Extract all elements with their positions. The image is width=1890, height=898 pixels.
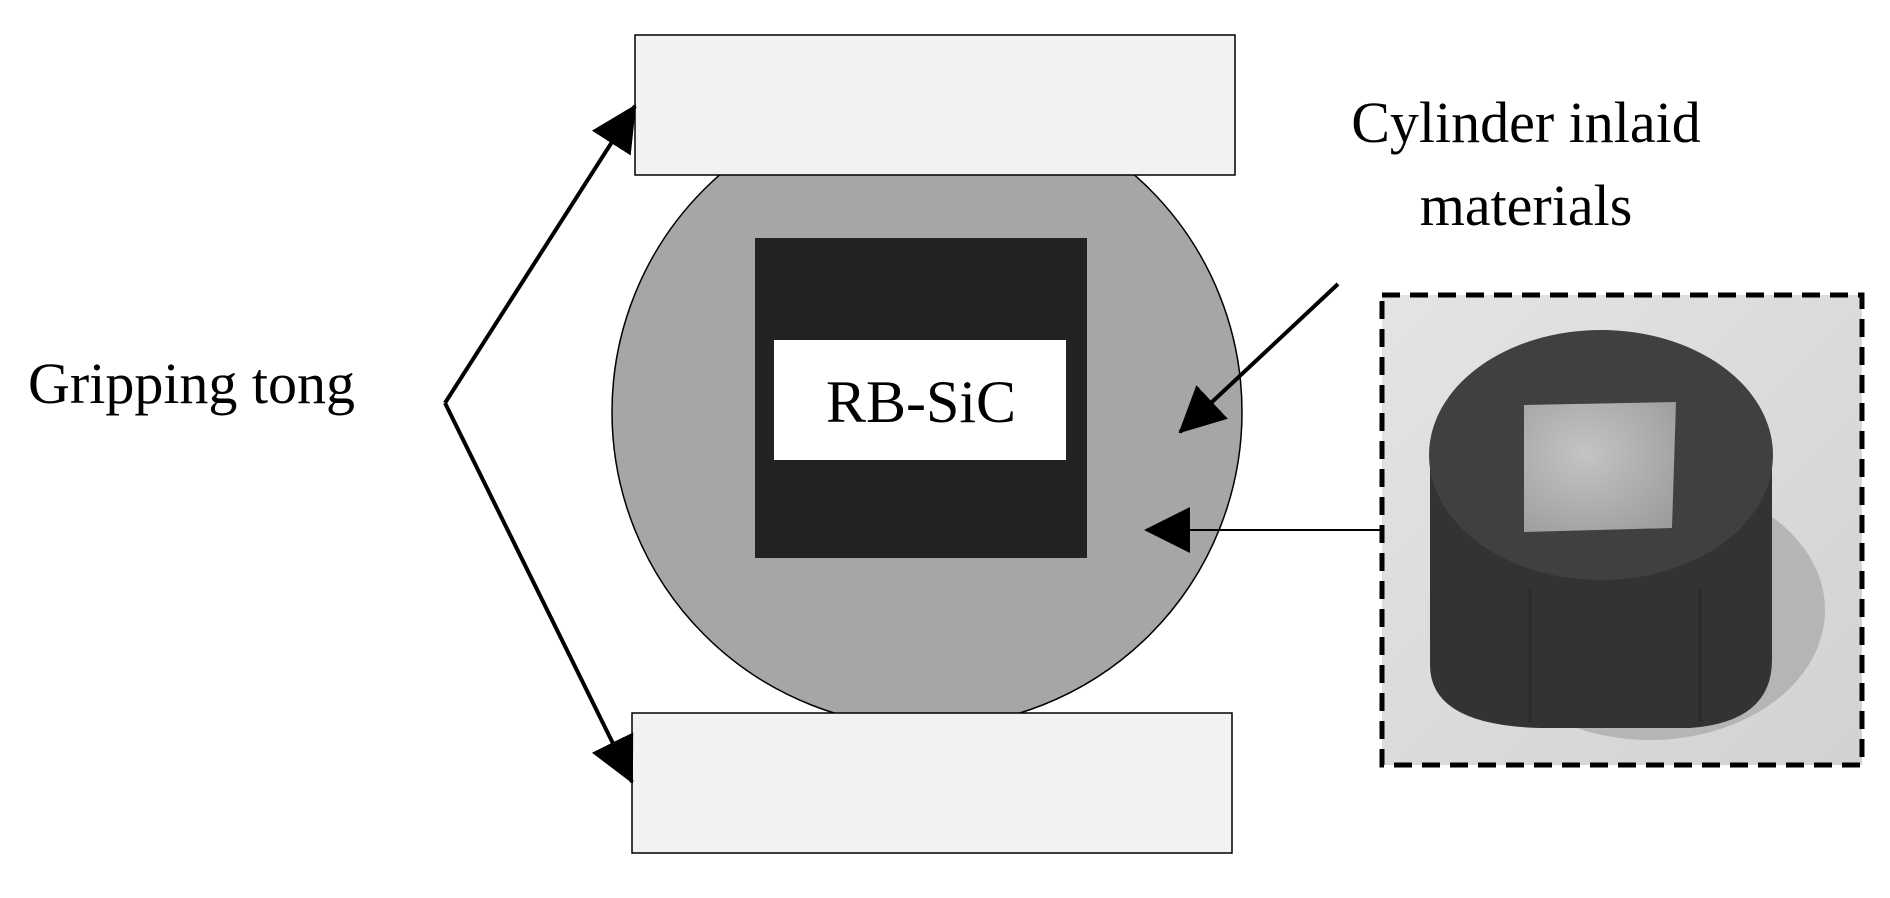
arrow-to-top-tong	[443, 104, 637, 405]
cylinder-label-line2: materials	[1420, 173, 1633, 238]
specimen-rb-sic	[774, 340, 1066, 460]
top-gripping-tong	[634, 34, 1236, 176]
sample-photo	[1382, 295, 1862, 765]
specimen-label: RB-SiC	[826, 369, 1016, 435]
arrow-to-bottom-tong	[443, 402, 634, 784]
gripping-tong-label: Gripping tong	[28, 351, 355, 416]
cylinder-label-line1: Cylinder inlaid	[1351, 90, 1701, 155]
arrow-to-cylinder	[1178, 282, 1340, 434]
bottom-gripping-tong	[631, 712, 1233, 854]
